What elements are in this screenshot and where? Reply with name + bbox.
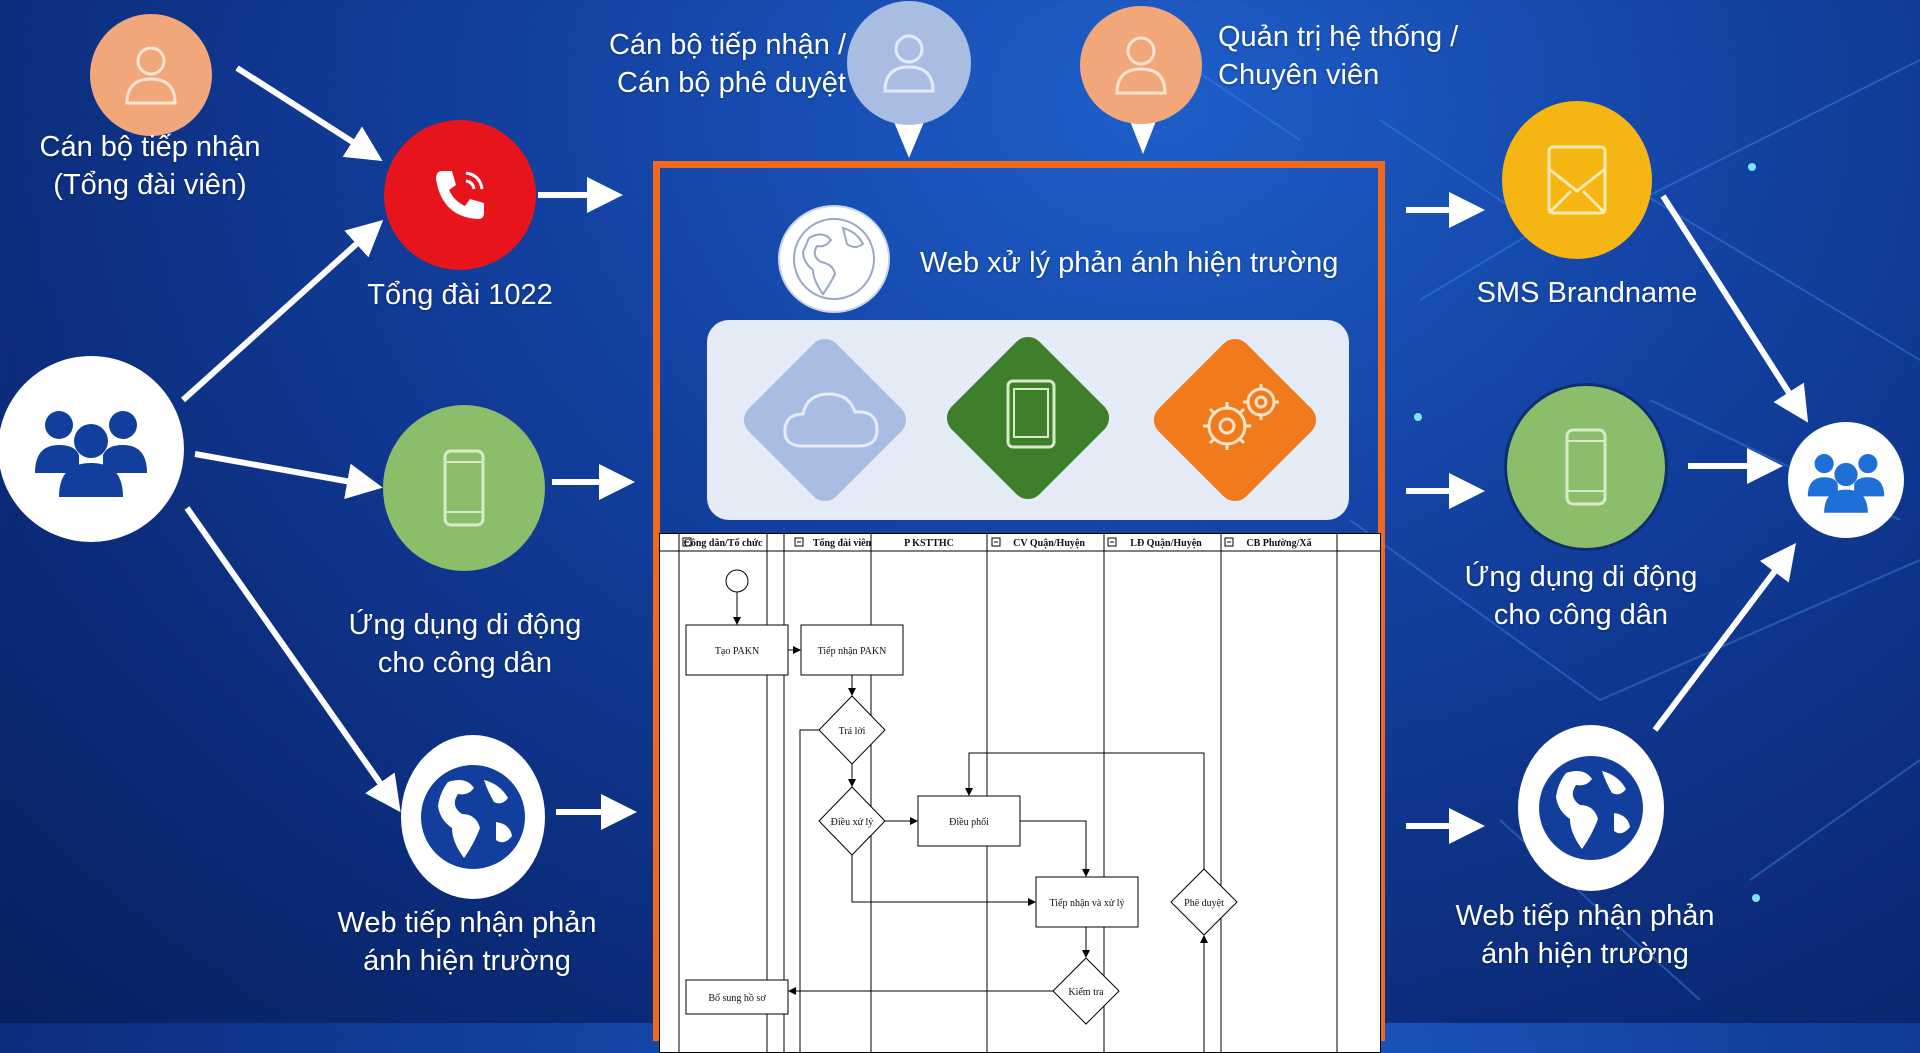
feature-panel xyxy=(707,320,1349,520)
operator-avatar xyxy=(90,14,212,136)
globe-icon xyxy=(1539,756,1643,860)
lane-header-cb-ward: CB Phường/Xã xyxy=(1246,538,1311,549)
web-label-left: Web tiếp nhận phản ánh hiện trường xyxy=(322,904,612,980)
lane-header-operator: Tổng đài viên xyxy=(813,538,872,549)
smartphone-icon xyxy=(443,449,485,527)
gears-icon xyxy=(1203,384,1279,450)
mobile-app-label-right: Ứng dụng di động cho công dân xyxy=(1446,558,1716,634)
approver-label: Cán bộ tiếp nhận / Cán bộ phê duyệt xyxy=(586,26,846,102)
lane-header-kstthc: P KSTTHC xyxy=(904,538,954,549)
web-label-left-line2: ánh hiện trường xyxy=(363,945,571,977)
node-dispatch-label: Điều phối xyxy=(949,817,989,828)
citizens-right xyxy=(1788,422,1904,538)
flow-arrows xyxy=(180,65,1809,844)
node-receive xyxy=(800,624,904,676)
approver-pointer xyxy=(894,122,924,158)
arrow-citizens-to-mobile xyxy=(194,451,383,500)
admin-label-line2: Chuyên viên xyxy=(1218,59,1380,91)
tablet-icon xyxy=(1006,379,1056,449)
web-label-right: Web tiếp nhận phản ánh hiện trường xyxy=(1440,897,1730,973)
arrow-actor-to-hotline xyxy=(235,65,383,162)
globe-icon xyxy=(793,218,875,300)
cloud-icon xyxy=(783,392,879,448)
admin-label-line1: Quản trị hệ thống / xyxy=(1218,21,1459,53)
center-title: Web xử lý phản ánh hiện trường xyxy=(920,247,1339,279)
citizens-left xyxy=(0,356,184,542)
node-process-label: Tiếp nhận và xử lý xyxy=(1049,898,1124,909)
arrow-citizens-to-hotline xyxy=(180,219,384,403)
approver-label-line2: Cán bộ phê duyệt xyxy=(617,67,846,99)
approver-avatar xyxy=(847,1,971,125)
node-answer-label: Trả lời xyxy=(839,726,866,737)
user-icon xyxy=(1115,36,1167,95)
node-create xyxy=(685,624,789,676)
group-icon xyxy=(1807,454,1885,513)
web-label-right-line2: ánh hiện trường xyxy=(1481,938,1689,970)
start-node xyxy=(725,569,749,593)
lane-header-ld-district: LĐ Quận/Huyện xyxy=(1130,538,1202,549)
mobile-app-label-right-line1: Ứng dụng di động xyxy=(1464,561,1698,593)
approver-label-line1: Cán bộ tiếp nhận / xyxy=(608,29,846,61)
mobile-app-label-left-line2: cho công dân xyxy=(377,647,553,679)
web-label-left-line1: Web tiếp nhận phản xyxy=(337,907,597,939)
web-label-right-line1: Web tiếp nhận phản xyxy=(1455,900,1715,932)
mobile-app-label-left-line1: Ứng dụng di động xyxy=(348,609,582,641)
admin-pointer xyxy=(1128,116,1158,154)
smartphone-icon xyxy=(1565,428,1607,506)
admin-avatar xyxy=(1080,6,1202,124)
node-supplement xyxy=(685,979,789,1015)
mobile-app-circle-left xyxy=(383,405,545,571)
node-supplement-label: Bổ sung hồ sơ xyxy=(708,993,766,1004)
swimlane-canvas: Công dân/Tổ chức Tổng đài viên P KSTTHC … xyxy=(659,533,1381,1053)
hotline-label: Tổng đài 1022 xyxy=(367,279,553,311)
arrow-citizens-to-web xyxy=(184,506,401,813)
globe-icon xyxy=(421,765,525,869)
web-circle-right xyxy=(1518,725,1664,891)
operator-label: Cán bộ tiếp nhận (Tổng đài viên) xyxy=(39,131,261,201)
node-create-label: Tạo PAKN xyxy=(715,646,759,657)
mail-icon xyxy=(1547,145,1607,215)
swimlane-diagram: Công dân/Tổ chức Tổng đài viên P KSTTHC … xyxy=(659,533,1381,1053)
lane-header-cv-district: CV Quận/Huyện xyxy=(1013,538,1085,549)
admin-label: Quản trị hệ thống / Chuyên viên xyxy=(1218,18,1478,94)
sms-label: SMS Brandname xyxy=(1476,277,1698,309)
mobile-app-circle-right xyxy=(1504,383,1668,551)
center-globe xyxy=(778,205,890,313)
node-process xyxy=(1035,876,1139,928)
node-approve-label: Phê duyệt xyxy=(1184,898,1224,909)
arrow-sms-to-citizens xyxy=(1660,194,1809,423)
phone-icon xyxy=(436,171,484,219)
web-circle-left xyxy=(401,735,545,899)
mobile-app-label-right-line2: cho công dân xyxy=(1493,599,1669,631)
user-icon xyxy=(125,46,177,105)
mobile-app-label-left: Ứng dụng di động cho công dân xyxy=(330,606,600,682)
hotline-circle xyxy=(384,120,536,270)
user-icon xyxy=(883,34,935,93)
node-route-label: Điều xử lý xyxy=(831,817,874,828)
sms-circle xyxy=(1502,101,1652,259)
node-check-label: Kiểm tra xyxy=(1068,987,1104,998)
arrow-web-to-citizens xyxy=(1652,543,1797,732)
node-receive-label: Tiếp nhận PAKN xyxy=(818,646,887,657)
lane-header-citizen: Công dân/Tổ chức xyxy=(684,538,763,549)
group-icon xyxy=(35,411,147,497)
